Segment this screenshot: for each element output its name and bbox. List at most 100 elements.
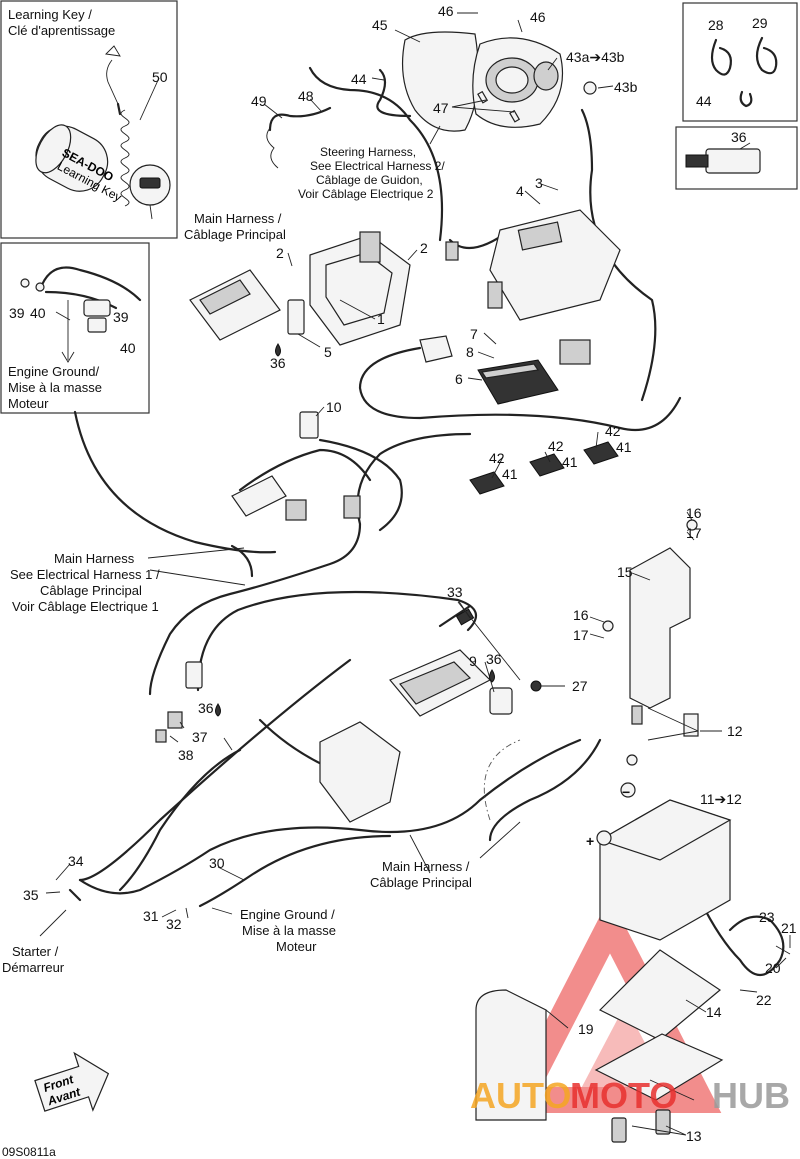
part-5: 5 [324, 344, 332, 360]
bracket-15 [602, 519, 698, 709]
part-42a: 42 [489, 450, 505, 466]
part-16b: 16 [573, 607, 589, 623]
main-harness-side-line4: Voir Câblage Electrique 1 [12, 599, 159, 614]
part-47: 47 [433, 100, 449, 116]
part-41a: 41 [502, 466, 518, 482]
part-39a: 39 [9, 305, 25, 321]
part-29: 29 [752, 15, 768, 31]
starter-cable-30 [438, 604, 475, 628]
part-36-b: 36 [486, 651, 502, 667]
part-2a: 2 [276, 245, 284, 261]
part-2b: 2 [420, 240, 428, 256]
main-harness-side-line1: Main Harness [54, 551, 135, 566]
battery-pad-19 [475, 989, 547, 1121]
steering-harness-line1: Steering Harness, [320, 145, 416, 159]
part-27: 27 [572, 678, 588, 694]
steering-harness-line3: Câblage de Guidon, [316, 173, 423, 187]
steering-harness-line4: Voir Câblage Electrique 2 [298, 187, 434, 201]
grease-tube-drawing [685, 142, 761, 174]
main-harness-top-line1: Main Harness / [194, 211, 282, 226]
engine-ground-left-line3: Moteur [8, 396, 49, 411]
part-21: 21 [781, 920, 797, 936]
part-13: 13 [686, 1128, 702, 1144]
plug-connector [419, 335, 453, 363]
part-4: 4 [516, 183, 524, 199]
main-harness-side-line2: See Electrical Harness 1 / [10, 567, 160, 582]
part-6: 6 [455, 371, 463, 387]
watermark-auto: AUTO [470, 1075, 571, 1116]
part-42b: 42 [548, 438, 564, 454]
engine-ground-left-line2: Mise à la masse [8, 380, 102, 395]
battery-plus: + [586, 833, 594, 849]
connector-37-38 [155, 661, 203, 743]
learning-key-label-en: Learning Key / [8, 7, 92, 22]
part-36-c: 36 [198, 700, 214, 716]
part-45: 45 [372, 17, 388, 33]
learning-key-label-fr: Clé d'aprentissage [8, 23, 115, 38]
part-40a: 40 [30, 305, 46, 321]
voltage-regulator-6 [477, 359, 559, 405]
part-50: 50 [152, 69, 168, 85]
part-14: 14 [706, 1004, 722, 1020]
engine-ground-inset [0, 242, 150, 414]
part-numbers: 50 46 46 45 43a➔43b 43b 44 49 48 47 28 2… [9, 3, 797, 1144]
connector-10 [299, 411, 319, 439]
part-16a: 16 [686, 505, 702, 521]
engine-ground-drawing [20, 266, 142, 363]
part-33: 33 [447, 584, 463, 600]
part-17b: 17 [573, 627, 589, 643]
fasteners-12 [626, 705, 699, 766]
part-43a: 43a➔43b [566, 49, 625, 65]
fuse-box-top [189, 269, 281, 341]
part-30: 30 [209, 855, 225, 871]
leader-lines [39, 12, 791, 1136]
part-44-inset: 44 [696, 93, 712, 109]
part-48: 48 [298, 88, 314, 104]
main-harness-side-line3: Câblage Principal [40, 583, 142, 598]
part-7: 7 [470, 326, 478, 342]
clips-41-42 [469, 441, 619, 495]
part-28: 28 [708, 17, 724, 33]
part-39b: 39 [113, 309, 129, 325]
labels: Learning Key / Clé d'aprentissage Steeri… [2, 7, 472, 1159]
part-37: 37 [192, 729, 208, 745]
engine-ground-bottom-line2: Mise à la masse [242, 923, 336, 938]
main-harness-top-line2: Câblage Principal [184, 227, 286, 242]
part-38: 38 [178, 747, 194, 763]
watermark-moto: MOTO [570, 1075, 677, 1116]
part-9: 9 [469, 653, 477, 669]
part-17a: 17 [686, 525, 702, 541]
part-43b: 43b [614, 79, 638, 95]
part-42c: 42 [605, 423, 621, 439]
part-22: 22 [756, 992, 772, 1008]
part-8: 8 [466, 344, 474, 360]
part-34: 34 [68, 853, 84, 869]
engine-ground-left-line1: Engine Ground/ [8, 364, 99, 379]
watermark-text: AUTO MOTO HUB [470, 1075, 790, 1116]
main-harness-bottom-line1: Main Harness / [382, 859, 470, 874]
engine-ground-bottom-line1: Engine Ground / [240, 907, 335, 922]
part-46b: 46 [530, 9, 546, 25]
part-31: 31 [143, 908, 159, 924]
part-23: 23 [759, 909, 775, 925]
part-36-inset: 36 [731, 129, 747, 145]
grease-drop-icons [215, 343, 495, 717]
part-11: 11➔12 [700, 791, 742, 807]
battery-minus: − [622, 784, 630, 800]
part-36-a: 36 [270, 355, 286, 371]
harness-bracket-1 [309, 231, 411, 346]
part-32: 32 [166, 916, 182, 932]
part-41b: 41 [562, 454, 578, 470]
main-harness-bottom-line2: Câblage Principal [370, 875, 472, 890]
watermark-hub: HUB [712, 1075, 790, 1116]
relay-9 [489, 680, 542, 715]
starter-line2: Démarreur [2, 960, 65, 975]
starter-line1: Starter / [12, 944, 59, 959]
part-20: 20 [765, 960, 781, 976]
part-1: 1 [377, 311, 385, 327]
front-arrow: Front Avant [34, 1051, 110, 1112]
part-19: 19 [578, 1021, 594, 1037]
part-35: 35 [23, 887, 39, 903]
part-41c: 41 [616, 439, 632, 455]
